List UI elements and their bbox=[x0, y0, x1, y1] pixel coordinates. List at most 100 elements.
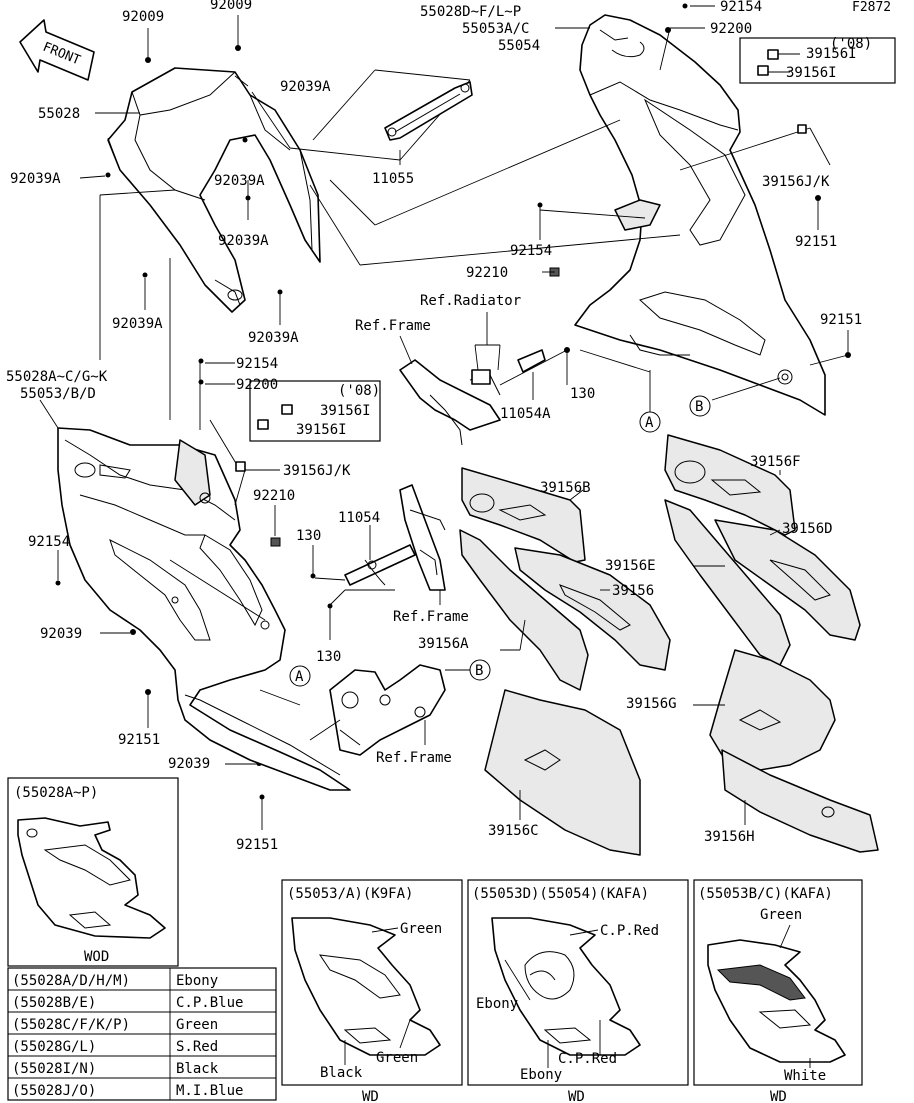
inset-caption: WD bbox=[568, 1089, 585, 1103]
callout-92039: 92039 bbox=[168, 756, 210, 772]
leader-lines-upper-right bbox=[309, 5, 849, 412]
callout-39156F: 39156F bbox=[750, 454, 801, 470]
upper-right-fairing bbox=[574, 14, 826, 416]
inset-wd-3: (55053B/C)(KAFA) Green White WD bbox=[693, 879, 863, 1103]
inset-label: Green bbox=[376, 1050, 418, 1066]
ref-frame: Ref.Frame bbox=[355, 318, 431, 334]
ref-frame: Ref.Frame bbox=[393, 609, 469, 625]
callout-92151: 92151 bbox=[795, 234, 837, 250]
callout-39156I: 39156I bbox=[296, 422, 347, 438]
callout-39156JK: 39156J/K bbox=[762, 174, 830, 190]
decal-39156D bbox=[714, 519, 861, 641]
upper-left-fairing bbox=[107, 67, 321, 313]
callout-39156C: 39156C bbox=[488, 823, 539, 839]
callout-92154: 92154 bbox=[720, 0, 762, 15]
callout-11054: 11054 bbox=[338, 510, 380, 526]
inset-label: Ebony bbox=[476, 996, 518, 1012]
callout-39156A: 39156A bbox=[418, 636, 469, 652]
callout-92039A: 92039A bbox=[280, 79, 331, 95]
lower-left-fairing bbox=[57, 427, 351, 791]
callout-92210: 92210 bbox=[253, 488, 295, 504]
table-code: (55028C/F/K/P) bbox=[12, 1017, 130, 1033]
ref-circle-B-upper: B bbox=[689, 395, 711, 417]
callout-130: 130 bbox=[296, 528, 321, 544]
callout-92210: 92210 bbox=[466, 265, 508, 281]
callout-55053BD: 55053/B/D bbox=[20, 386, 96, 402]
table-color: C.P.Blue bbox=[176, 995, 243, 1011]
frame-bracket-upper bbox=[399, 312, 568, 446]
table-code: (55028B/E) bbox=[12, 995, 96, 1011]
decal-39156 bbox=[514, 547, 671, 671]
callout-130: 130 bbox=[316, 649, 341, 665]
inset-wod: (55028A~P) WOD bbox=[7, 777, 179, 967]
bracket-11055 bbox=[384, 81, 473, 141]
callout-92154: 92154 bbox=[236, 356, 278, 372]
inset-wod-caption: WOD bbox=[84, 949, 109, 965]
table-code: (55028A/D/H/M) bbox=[12, 973, 130, 989]
ref-frame: Ref.Frame bbox=[376, 750, 452, 766]
leader-lines-lower-left bbox=[39, 360, 331, 830]
front-arrow-icon: FRONT bbox=[19, 19, 95, 81]
callout-39156D: 39156D bbox=[782, 521, 833, 537]
decal-39156A bbox=[459, 529, 589, 691]
callout-39156I: 39156I bbox=[320, 403, 371, 419]
callout-55054: 55054 bbox=[498, 38, 540, 54]
svg-text:B: B bbox=[475, 663, 483, 679]
callout-92200: 92200 bbox=[710, 21, 752, 37]
table-code: (55028J/O) bbox=[12, 1083, 96, 1099]
callout-92039A: 92039A bbox=[218, 233, 269, 249]
callout-92039A: 92039A bbox=[248, 330, 299, 346]
decal-39156E bbox=[664, 499, 791, 666]
callout-39156H: 39156H bbox=[704, 829, 755, 845]
decal-39156F bbox=[664, 434, 796, 536]
inset-wd-2: (55053D)(55054)(KAFA) C.P.Red C.P.Red Eb… bbox=[467, 879, 689, 1103]
svg-text:A: A bbox=[295, 669, 304, 685]
inset-label: C.P.Red bbox=[600, 923, 659, 939]
table-code: (55028G/L) bbox=[12, 1039, 96, 1055]
inset-title: (55053B/C)(KAFA) bbox=[698, 886, 833, 902]
table-color: M.I.Blue bbox=[176, 1083, 243, 1099]
ref-radiator: Ref.Radiator bbox=[420, 293, 521, 309]
ref-circle-B-lower: B bbox=[469, 659, 491, 681]
callout-92009: 92009 bbox=[210, 0, 252, 13]
label-box-08-mid bbox=[235, 380, 381, 472]
label-box-08-top bbox=[739, 37, 896, 134]
callout-55028: 55028 bbox=[38, 106, 80, 122]
decal-39156C bbox=[484, 689, 641, 856]
callout-92039: 92039 bbox=[40, 626, 82, 642]
callout-92039A: 92039A bbox=[214, 173, 265, 189]
table-color: Black bbox=[176, 1061, 219, 1077]
callout-11054A: 11054A bbox=[500, 406, 551, 422]
callout-39156JK: 39156J/K bbox=[283, 463, 351, 479]
callout-92151: 92151 bbox=[118, 732, 160, 748]
table-color: S.Red bbox=[176, 1039, 218, 1055]
leader-lines-decals bbox=[500, 470, 781, 825]
callout-92200: 92200 bbox=[236, 377, 278, 393]
callout-39156I: 39156I bbox=[806, 46, 857, 62]
callout-92009: 92009 bbox=[122, 9, 164, 25]
inset-wod-title: (55028A~P) bbox=[14, 785, 98, 801]
inset-label: Green bbox=[760, 907, 802, 923]
callout-92154: 92154 bbox=[510, 243, 552, 259]
callout-92039A: 92039A bbox=[112, 316, 163, 332]
inset-label: Green bbox=[400, 921, 442, 937]
callout-92039A: 92039A bbox=[10, 171, 61, 187]
callout-39156B: 39156B bbox=[540, 480, 591, 496]
callout-39156I: 39156I bbox=[786, 65, 837, 81]
table-color: Green bbox=[176, 1017, 218, 1033]
callout-08: ('08) bbox=[338, 383, 380, 399]
inset-label: White bbox=[784, 1068, 826, 1084]
color-table: (55028A/D/H/M) Ebony (55028B/E) C.P.Blue… bbox=[7, 967, 277, 1101]
callout-39156: 39156 bbox=[612, 583, 654, 599]
figure-code: F2872 bbox=[852, 0, 891, 15]
decal-39156H bbox=[721, 749, 879, 853]
callout-39156G: 39156G bbox=[626, 696, 677, 712]
callout-08: ('08) bbox=[830, 36, 872, 52]
callout-11055: 11055 bbox=[372, 171, 414, 187]
callout-92154: 92154 bbox=[28, 534, 70, 550]
ref-circle-A-lower: A bbox=[289, 665, 311, 687]
inset-label: Black bbox=[320, 1065, 363, 1081]
callout-92151: 92151 bbox=[236, 837, 278, 853]
callout-labels: 92009 92009 55028 92039A 92039A 92039A 9… bbox=[6, 0, 872, 853]
